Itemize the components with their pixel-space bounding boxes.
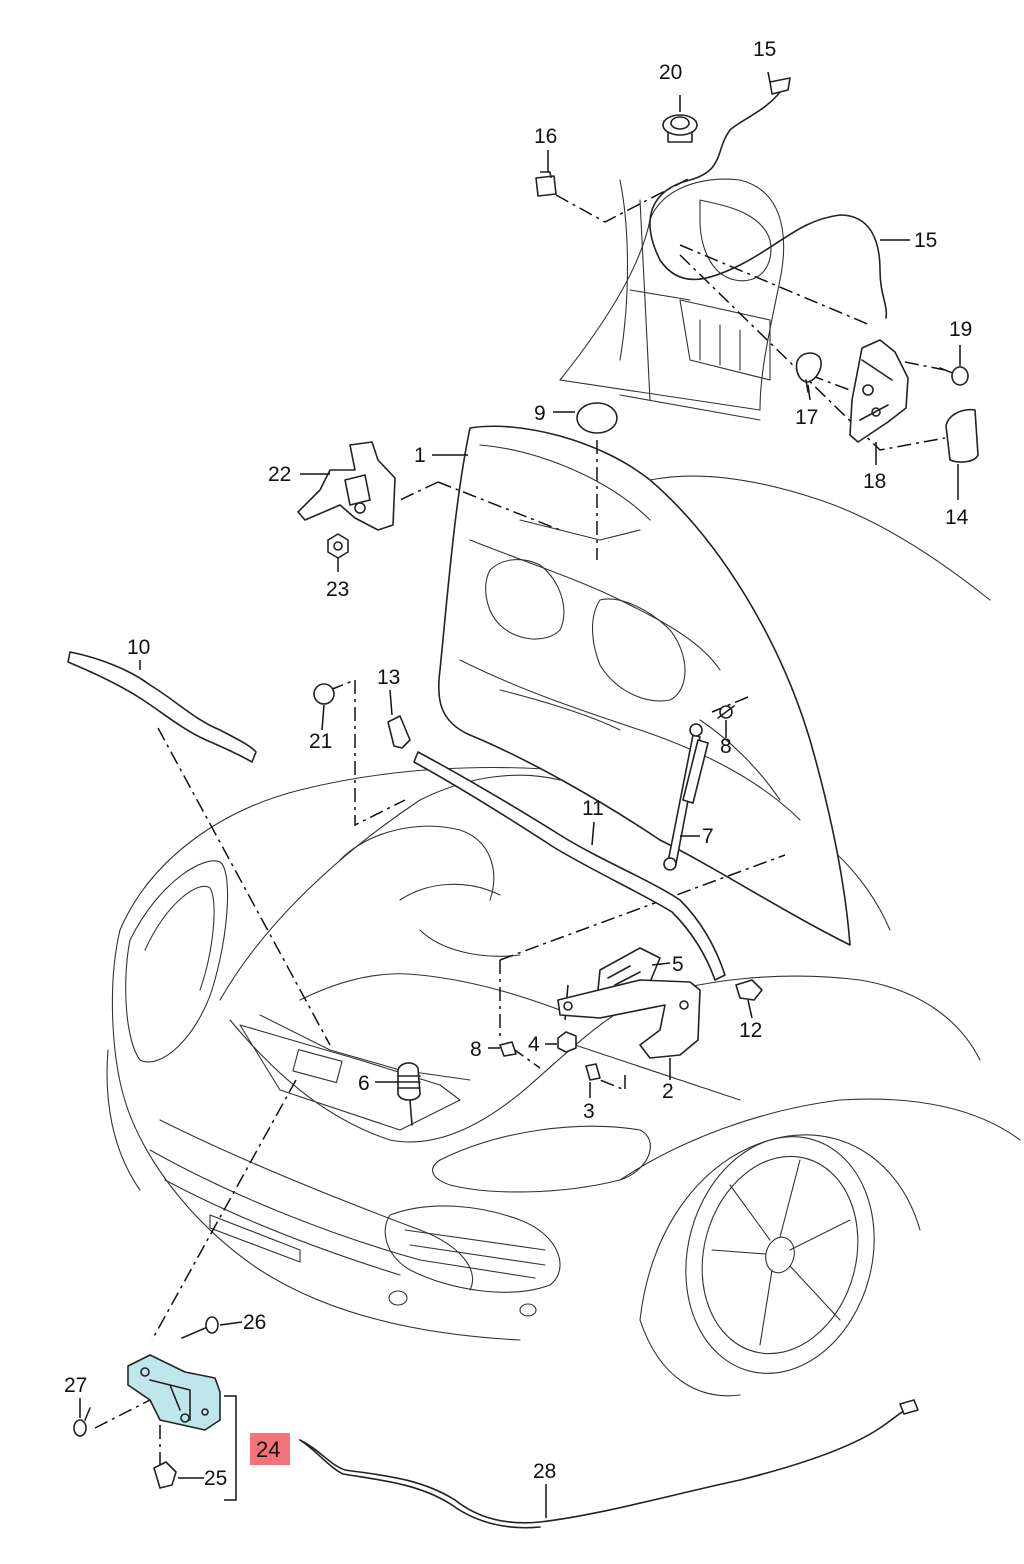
screw-27 [73, 1407, 91, 1437]
callout-28: 28 [533, 1460, 556, 1483]
clip-12 [735, 979, 763, 1001]
screw-19 [939, 366, 969, 386]
hinge-bracket-22 [297, 441, 396, 531]
switch-25 [153, 1461, 177, 1489]
hood-panel [437, 425, 991, 946]
grommet-20 [662, 114, 698, 143]
callout-4: 4 [528, 1033, 540, 1056]
seal-strip-11 [413, 751, 726, 981]
callout-16: 16 [534, 125, 557, 148]
cap-21 [313, 683, 335, 705]
callout-27: 27 [64, 1374, 87, 1397]
callout-22: 22 [268, 463, 291, 486]
callout-7: 7 [702, 825, 714, 848]
ball-stud-8-upper [717, 705, 735, 719]
cap-9 [576, 402, 618, 434]
callout-15-right: 15 [914, 229, 937, 252]
hinge-bracket-2 [557, 979, 701, 1059]
callout-9: 9 [534, 402, 546, 425]
release-cable-28 [299, 1407, 911, 1524]
callout-23: 23 [326, 578, 349, 601]
nut-4 [557, 1031, 577, 1053]
push-clip-17 [795, 352, 822, 393]
callout-25: 25 [204, 1467, 227, 1490]
cowl-structure [559, 178, 785, 421]
leader-lines [79, 71, 961, 1518]
callout-5: 5 [672, 953, 684, 976]
bolt-26 [181, 1316, 219, 1339]
callout-8-lower: 8 [470, 1038, 482, 1061]
callout-14: 14 [945, 506, 969, 529]
callout-21: 21 [309, 730, 332, 753]
callout-1: 1 [414, 444, 426, 467]
callout-17: 17 [795, 406, 818, 429]
callout-labels: 1 2 3 4 5 6 7 8 8 9 10 11 12 13 14 15 15… [64, 38, 972, 1490]
nut-23 [327, 533, 349, 559]
release-lever-18 [849, 339, 909, 443]
callout-3: 3 [583, 1100, 595, 1123]
clip-16 [535, 171, 557, 197]
callout-12: 12 [739, 1019, 762, 1042]
callout-18: 18 [863, 470, 886, 493]
release-cable-upper [649, 84, 888, 319]
callout-26: 26 [243, 1311, 266, 1334]
highlight-box-24 [250, 1433, 290, 1465]
hood-lock-24 [127, 1354, 221, 1431]
gas-strut-7 [663, 723, 709, 871]
seal-strip-10 [67, 651, 257, 763]
callout-13: 13 [377, 666, 400, 689]
bolt-3 [585, 1063, 601, 1081]
cable-end-28 [899, 1399, 919, 1415]
callout-2: 2 [662, 1080, 674, 1103]
ball-stud-8-lower [499, 1041, 517, 1057]
callout-15-top: 15 [753, 38, 776, 61]
callout-10: 10 [127, 636, 150, 659]
cable-end-15 [769, 77, 791, 95]
bracket-24 [224, 1395, 237, 1501]
callout-8-upper: 8 [720, 735, 732, 758]
callout-20: 20 [659, 61, 682, 84]
dash-lines [94, 177, 946, 1465]
callout-24: 24 [256, 1437, 280, 1462]
callout-11: 11 [582, 797, 604, 820]
bump-stop-6 [397, 1062, 421, 1126]
vehicle-front-outline [106, 767, 1021, 1397]
callout-6: 6 [358, 1072, 370, 1095]
clip-13 [387, 715, 411, 749]
handle-cap-14 [945, 408, 979, 463]
callout-19: 19 [949, 318, 972, 341]
